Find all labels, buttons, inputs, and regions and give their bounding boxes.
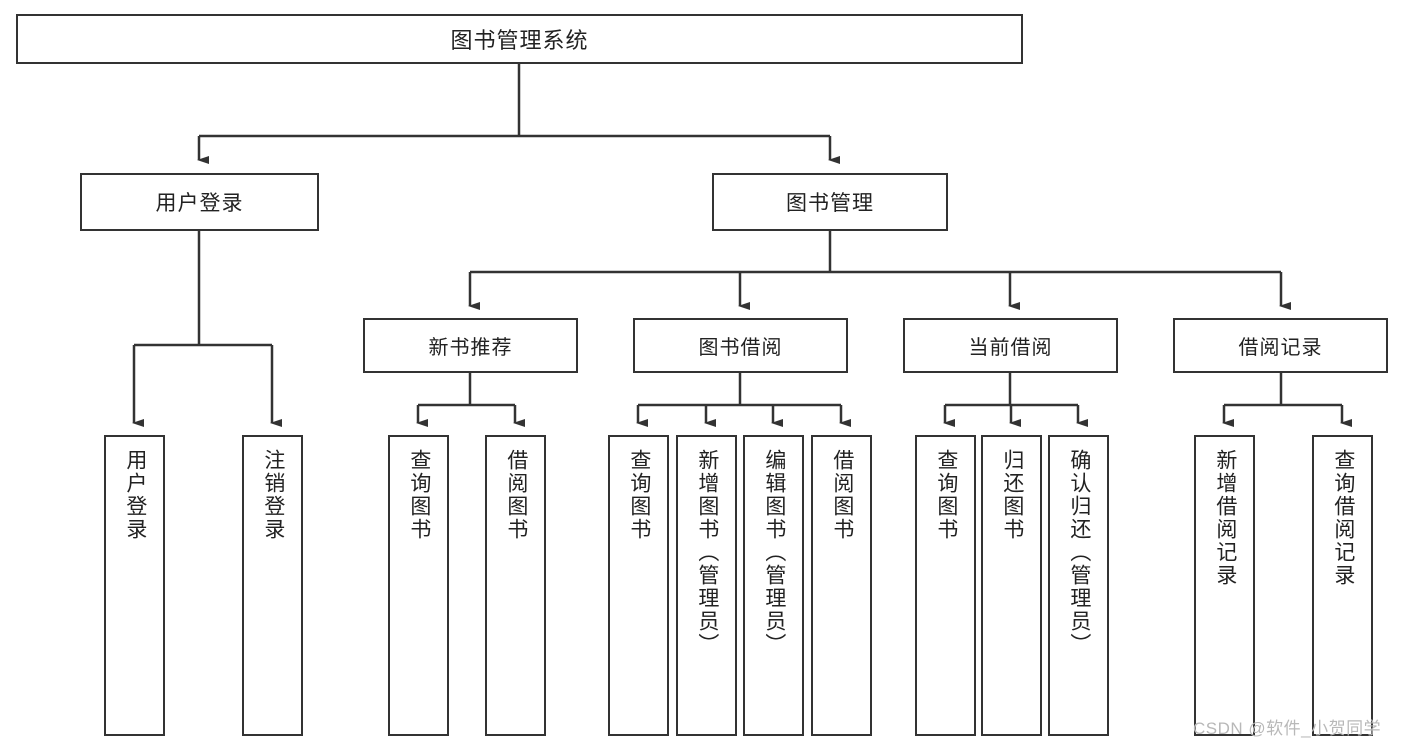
node-new-book-recommend[interactable]: 新书推荐	[363, 318, 578, 373]
node-label: 图书管理系统	[450, 28, 589, 53]
node-leaf-edit-book[interactable]: 编辑图书（管理员）	[743, 435, 804, 736]
node-leaf-query-book-1[interactable]: 查询图书	[388, 435, 449, 736]
node-label: 新增图书（管理员）	[695, 449, 719, 656]
node-leaf-add-book[interactable]: 新增图书（管理员）	[676, 435, 737, 736]
node-leaf-query-book-3[interactable]: 查询图书	[915, 435, 976, 736]
node-label: 查询图书	[407, 449, 431, 541]
node-label: 借阅记录	[1238, 337, 1323, 359]
node-leaf-return-book[interactable]: 归还图书	[981, 435, 1042, 736]
node-label: 归还图书	[1000, 449, 1024, 541]
node-label: 查询借阅记录	[1331, 449, 1355, 587]
node-current-borrow[interactable]: 当前借阅	[903, 318, 1118, 373]
node-label: 注销登录	[261, 449, 285, 541]
node-leaf-borrow-book-2[interactable]: 借阅图书	[811, 435, 872, 736]
node-borrow-record[interactable]: 借阅记录	[1173, 318, 1388, 373]
node-leaf-borrow-book-1[interactable]: 借阅图书	[485, 435, 546, 736]
node-label: 确认归还（管理员）	[1067, 449, 1091, 656]
node-label: 当前借阅	[968, 337, 1053, 359]
node-label: 图书管理	[786, 192, 874, 215]
node-book-management[interactable]: 图书管理	[712, 173, 948, 231]
node-leaf-logout-login[interactable]: 注销登录	[242, 435, 303, 736]
node-label: 借阅图书	[504, 449, 528, 541]
node-label: 图书借阅	[698, 337, 783, 359]
node-label: 借阅图书	[830, 449, 854, 541]
node-leaf-query-book-2[interactable]: 查询图书	[608, 435, 669, 736]
node-user-login[interactable]: 用户登录	[80, 173, 319, 231]
node-leaf-user-login[interactable]: 用户登录	[104, 435, 165, 736]
node-label: 查询图书	[627, 449, 651, 541]
node-label: 新增借阅记录	[1213, 449, 1237, 587]
watermark-text: CSDN @软件_小贺同学	[1193, 719, 1382, 738]
node-leaf-confirm-return[interactable]: 确认归还（管理员）	[1048, 435, 1109, 736]
node-leaf-add-borrow-record[interactable]: 新增借阅记录	[1194, 435, 1255, 736]
node-root-book-management-system[interactable]: 图书管理系统	[16, 14, 1023, 64]
node-leaf-query-borrow-record[interactable]: 查询借阅记录	[1312, 435, 1373, 736]
node-label: 新书推荐	[428, 337, 513, 359]
node-label: 编辑图书（管理员）	[762, 449, 786, 656]
node-book-borrow[interactable]: 图书借阅	[633, 318, 848, 373]
node-label: 查询图书	[934, 449, 958, 541]
node-label: 用户登录	[155, 192, 244, 215]
node-label: 用户登录	[123, 449, 147, 541]
